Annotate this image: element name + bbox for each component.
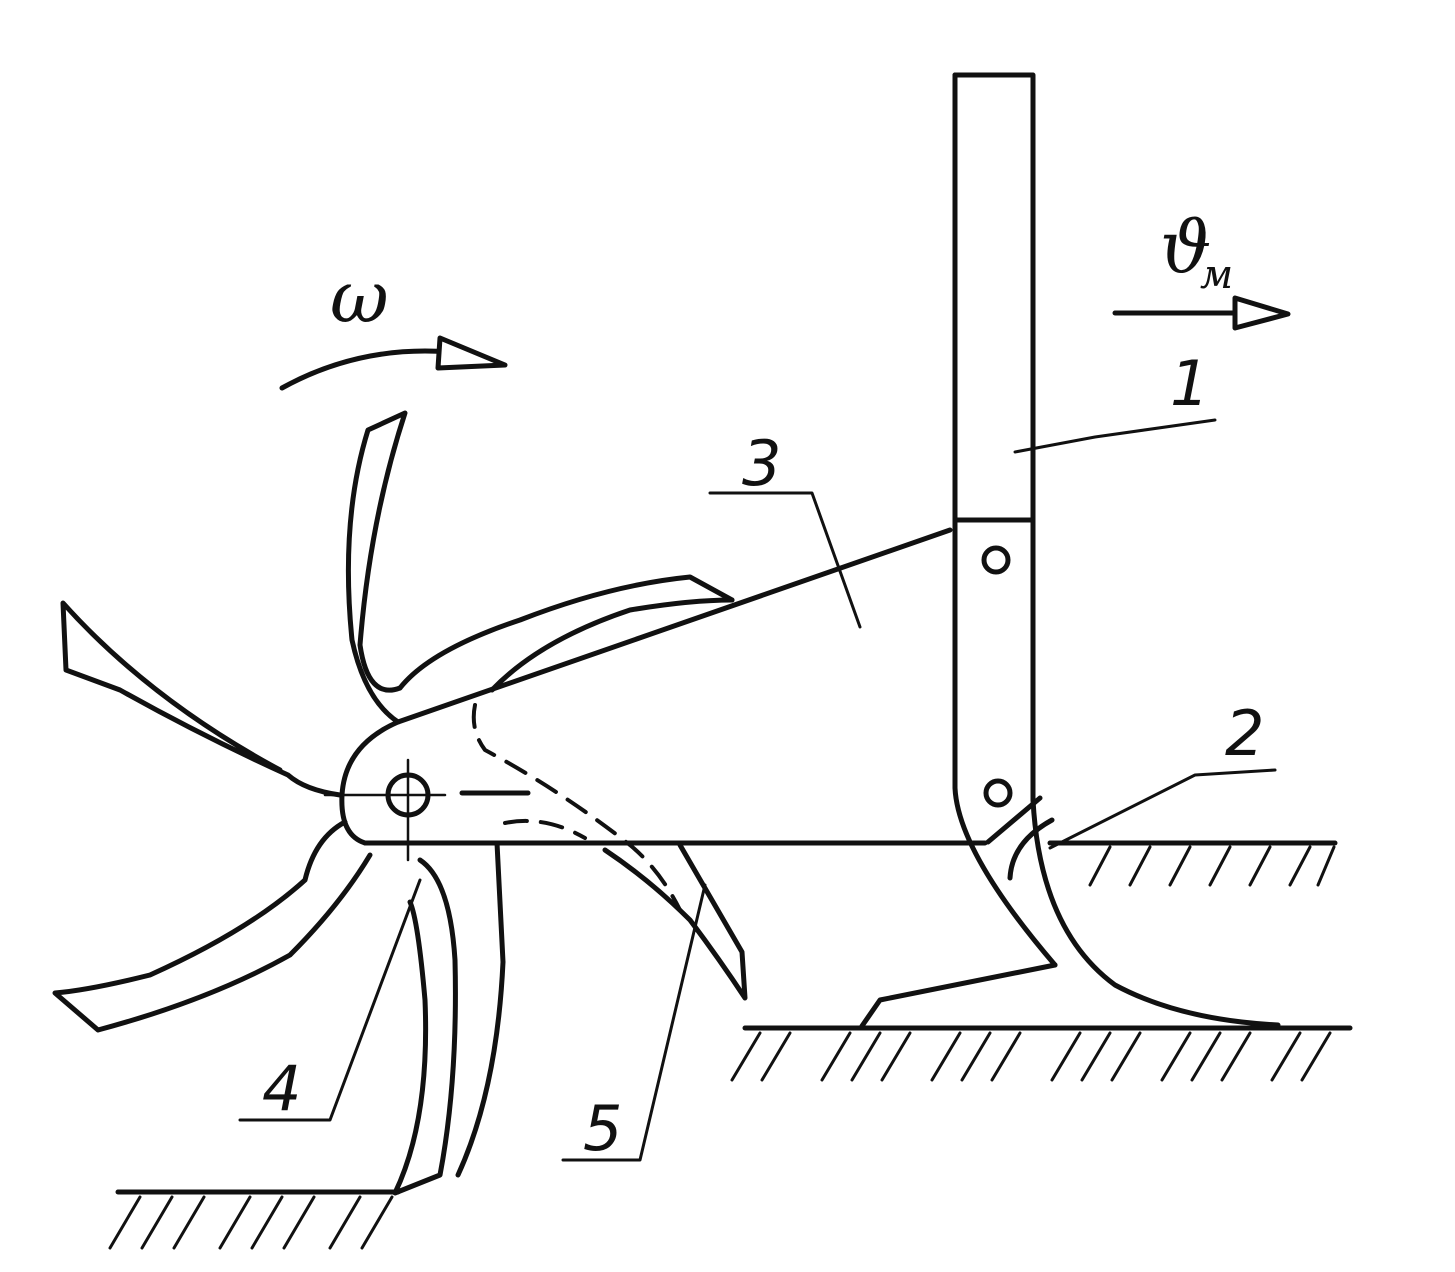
bolt-lower-icon (983, 778, 1013, 808)
part-4-star-wheel (52, 410, 735, 1196)
label-part-4: 4 (262, 1052, 301, 1125)
part-3-frame (339, 527, 988, 846)
velocity-subscript: м (1200, 252, 1233, 298)
part-1-stand (952, 72, 1281, 1028)
part-5-knife (471, 703, 748, 1001)
ground-left (108, 1189, 401, 1250)
part-2-bracket (859, 795, 1058, 1029)
ground-right-upper (1047, 840, 1338, 887)
leader-lines (238, 418, 1277, 1162)
label-part-2: 2 (1225, 697, 1264, 770)
rotation-arrow (279, 335, 508, 391)
label-part-3: 3 (742, 427, 781, 500)
bolt-upper-icon (981, 545, 1011, 575)
velocity-arrow (1112, 295, 1291, 331)
velocity-symbol: ϑ (1160, 205, 1211, 289)
omega-symbol: ω (330, 255, 389, 339)
ground-right-lower (730, 1025, 1353, 1082)
label-part-1: 1 (1170, 347, 1209, 420)
label-part-5: 5 (583, 1092, 622, 1165)
